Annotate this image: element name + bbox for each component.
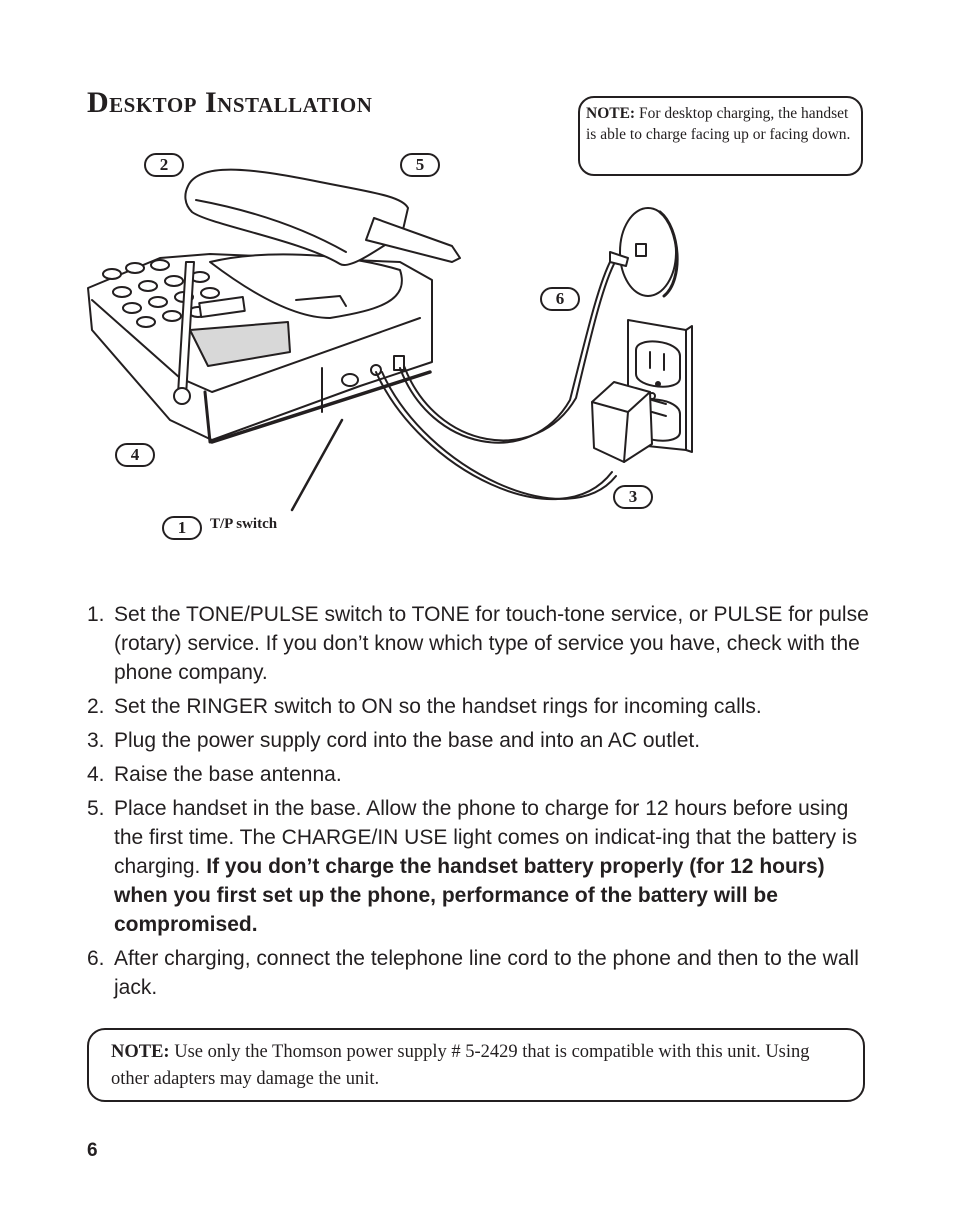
note-text: For desktop charging, the handset is abl… — [586, 105, 851, 143]
note-label: NOTE: — [111, 1042, 170, 1062]
callout-6: 6 — [540, 287, 580, 311]
installation-illustration — [87, 168, 693, 512]
step-6: 6. After charging, connect the telephone … — [87, 944, 877, 1002]
power-cord — [399, 257, 613, 444]
wall-jack — [609, 207, 679, 298]
step-2: 2. Set the RINGER switch to ON so the han… — [87, 692, 877, 721]
base-antenna — [173, 261, 195, 405]
installation-steps: 1. Set the TONE/PULSE switch to TONE for … — [87, 600, 877, 1007]
step-number: 5. — [87, 797, 105, 820]
page-title: Desktop Installation — [87, 86, 373, 119]
step-text: Plug the power supply cord into the base… — [114, 729, 701, 752]
step-number: 6. — [87, 947, 105, 970]
line-cord — [375, 371, 613, 501]
note-desktop-charging: NOTE: For desktop charging, the handset … — [578, 96, 863, 176]
step-text: Set the TONE/PULSE switch to TONE for to… — [114, 603, 869, 684]
note-power-supply: NOTE: Use only the Thomson power supply … — [87, 1028, 865, 1102]
step-1: 1. Set the TONE/PULSE switch to TONE for … — [87, 600, 877, 687]
step-text: Set the RINGER switch to ON so the hands… — [114, 695, 762, 718]
callout-2: 2 — [144, 153, 184, 177]
step-text: Place handset in the base. Allow the pho… — [114, 797, 858, 878]
note-label: NOTE: — [586, 105, 636, 122]
note-text: Use only the Thomson power supply # 5-24… — [111, 1042, 810, 1089]
tp-switch-label: T/P switch — [210, 516, 278, 532]
step-warning: If you don’t charge the handset battery … — [114, 855, 825, 936]
step-number: 4. — [87, 763, 105, 786]
tp-switch-pointer — [290, 418, 344, 512]
step-number: 1. — [87, 603, 105, 626]
callout-4: 4 — [115, 443, 155, 467]
step-text: Raise the base antenna. — [114, 763, 342, 786]
handset — [184, 168, 461, 267]
step-3: 3. Plug the power supply cord into the ba… — [87, 726, 877, 755]
page-number: 6 — [87, 1140, 98, 1161]
step-number: 2. — [87, 695, 105, 718]
step-5: 5. Place handset in the base. Allow the p… — [87, 794, 877, 939]
power-adapter — [591, 381, 667, 463]
callout-3: 3 — [613, 485, 653, 509]
callout-5: 5 — [400, 153, 440, 177]
step-text: After charging, connect the telephone li… — [114, 947, 859, 999]
phone-base — [87, 253, 433, 444]
callout-1: 1 — [162, 516, 202, 540]
step-4: 4. Raise the base antenna. — [87, 760, 877, 789]
step-number: 3. — [87, 729, 105, 752]
